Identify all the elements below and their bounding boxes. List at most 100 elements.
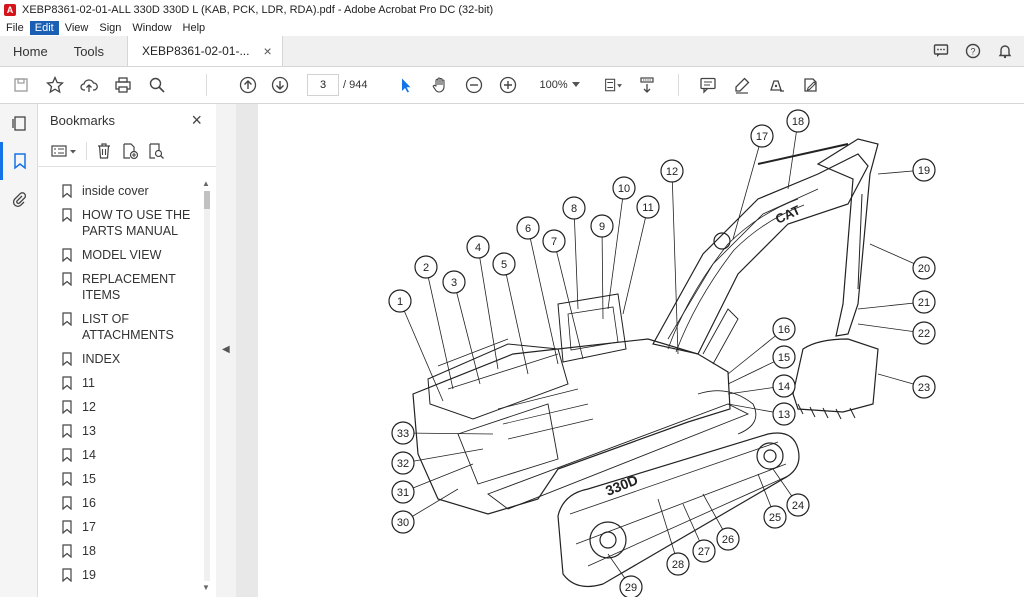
bookmark-ribbon-icon xyxy=(62,208,72,222)
close-panel-icon[interactable]: × xyxy=(191,109,202,130)
print-icon[interactable] xyxy=(114,76,132,94)
callout-number: 8 xyxy=(571,203,577,215)
callout-number: 24 xyxy=(792,500,804,512)
search-icon[interactable] xyxy=(148,76,166,94)
bookmark-label: HOW TO USE THE PARTS MANUAL xyxy=(82,208,191,238)
save-icon[interactable] xyxy=(12,76,30,94)
bookmark-options-icon[interactable] xyxy=(50,142,78,160)
callout-circle xyxy=(912,158,936,182)
find-bookmark-icon[interactable] xyxy=(147,142,165,160)
callout-number: 14 xyxy=(778,381,790,393)
callout-number: 32 xyxy=(397,458,409,470)
tab-document[interactable]: XEBP8361-02-01-... × xyxy=(127,36,283,66)
menu-view[interactable]: View xyxy=(64,22,89,34)
zoom-out-icon[interactable] xyxy=(465,76,483,94)
bookmark-item[interactable]: 11 xyxy=(38,371,198,395)
bookmark-item[interactable]: 16 xyxy=(38,491,198,515)
rail-attachments[interactable] xyxy=(0,180,37,218)
bookmark-item[interactable]: LIST OF ATTACHMENTS xyxy=(38,307,198,347)
bookmark-item[interactable]: 14 xyxy=(38,443,198,467)
menu-help[interactable]: Help xyxy=(182,22,206,34)
comment-icon[interactable] xyxy=(699,76,717,94)
leader-line xyxy=(425,266,454,390)
page-fit-icon[interactable] xyxy=(604,76,622,94)
bookmark-item[interactable]: inside cover xyxy=(38,179,198,203)
leader-line xyxy=(527,227,559,365)
bookmark-star-icon[interactable] xyxy=(46,76,64,94)
callout-number: 28 xyxy=(672,559,684,571)
bookmark-item[interactable]: 12 xyxy=(38,395,198,419)
bookmark-ribbon-icon xyxy=(14,153,26,170)
fill-sign-icon[interactable] xyxy=(801,76,819,94)
bookmark-item[interactable]: MODEL VIEW xyxy=(38,243,198,267)
bookmark-label: 13 xyxy=(82,424,96,438)
panel-collapse-strip[interactable]: ◀ xyxy=(216,104,236,597)
bookmark-label: 14 xyxy=(82,448,96,462)
bookmark-ribbon-icon xyxy=(62,424,72,438)
callout-number: 23 xyxy=(918,382,930,394)
callout-circle xyxy=(692,539,716,563)
tab-home[interactable]: Home xyxy=(13,43,48,59)
menu-edit[interactable]: Edit xyxy=(29,21,59,35)
rail-bookmarks[interactable] xyxy=(0,142,37,180)
bookmarks-scrollbar[interactable]: ▲ ▼ xyxy=(202,179,212,593)
bell-icon[interactable] xyxy=(996,42,1014,60)
pages-thumbnail-icon xyxy=(11,116,26,131)
menu-window[interactable]: Window xyxy=(132,22,172,34)
bookmark-ribbon-icon xyxy=(62,448,72,462)
scroll-up-icon[interactable]: ▲ xyxy=(202,179,210,188)
previous-page-icon[interactable] xyxy=(239,76,257,94)
bookmark-item[interactable]: 15 xyxy=(38,467,198,491)
callout-number: 27 xyxy=(698,546,710,558)
scrolling-mode-icon[interactable] xyxy=(638,76,656,94)
bookmark-item[interactable]: REPLACEMENT ITEMS xyxy=(38,267,198,307)
callout-number: 5 xyxy=(501,259,507,271)
callout-circle xyxy=(391,480,415,504)
bookmark-item[interactable]: INDEX xyxy=(38,347,198,371)
help-icon[interactable]: ? xyxy=(964,42,982,60)
draw-pen-icon[interactable] xyxy=(767,76,785,94)
highlight-pen-icon[interactable] xyxy=(733,76,751,94)
callout-circle xyxy=(666,552,690,576)
collapse-left-icon[interactable]: ◀ xyxy=(222,344,230,355)
bookmark-item[interactable]: HOW TO USE THE PARTS MANUAL xyxy=(38,203,198,243)
svg-text:?: ? xyxy=(970,47,975,57)
bookmark-item[interactable]: 17 xyxy=(38,515,198,539)
leader-line xyxy=(402,432,494,435)
new-bookmark-icon[interactable] xyxy=(121,142,139,160)
scroll-thumb[interactable] xyxy=(204,191,210,209)
delete-bookmark-icon[interactable] xyxy=(95,142,113,160)
close-tab-icon[interactable]: × xyxy=(263,43,272,59)
callout-circle xyxy=(772,317,796,341)
scroll-down-icon[interactable]: ▼ xyxy=(202,583,210,592)
next-page-icon[interactable] xyxy=(271,76,289,94)
tools-divider xyxy=(86,142,87,160)
scroll-track[interactable] xyxy=(204,191,210,581)
bookmark-ribbon-icon xyxy=(62,248,72,262)
zoom-level-dropdown[interactable]: 100% xyxy=(533,77,585,93)
cloud-upload-icon[interactable] xyxy=(80,76,98,94)
front-track-outline xyxy=(557,432,800,587)
callout-circle xyxy=(391,451,415,475)
zoom-level-value: 100% xyxy=(539,79,568,91)
page-number-input[interactable]: 3 xyxy=(307,74,339,96)
bookmark-item[interactable]: 13 xyxy=(38,419,198,443)
bookmark-list: inside cover HOW TO USE THE PARTS MANUAL… xyxy=(38,179,198,597)
hand-tool-icon[interactable] xyxy=(431,76,449,94)
menu-sign[interactable]: Sign xyxy=(99,22,122,34)
comment-bubble-icon[interactable] xyxy=(932,42,950,60)
zoom-in-icon[interactable] xyxy=(499,76,517,94)
callout-circle xyxy=(786,493,810,517)
tab-tools[interactable]: Tools xyxy=(73,43,105,59)
callout-circle xyxy=(516,216,540,240)
paperclip-icon xyxy=(12,192,26,208)
callout-number: 2 xyxy=(423,262,429,274)
leader-line xyxy=(727,328,785,375)
bookmarks-panel: Bookmarks × inside cover HOW TO USE THE … xyxy=(38,104,217,597)
menu-file[interactable]: File xyxy=(6,22,24,34)
bookmark-item[interactable]: 18 xyxy=(38,539,198,563)
bookmark-item[interactable]: 19 xyxy=(38,563,198,587)
select-cursor-icon[interactable] xyxy=(397,76,415,94)
rail-pages[interactable] xyxy=(0,104,37,142)
